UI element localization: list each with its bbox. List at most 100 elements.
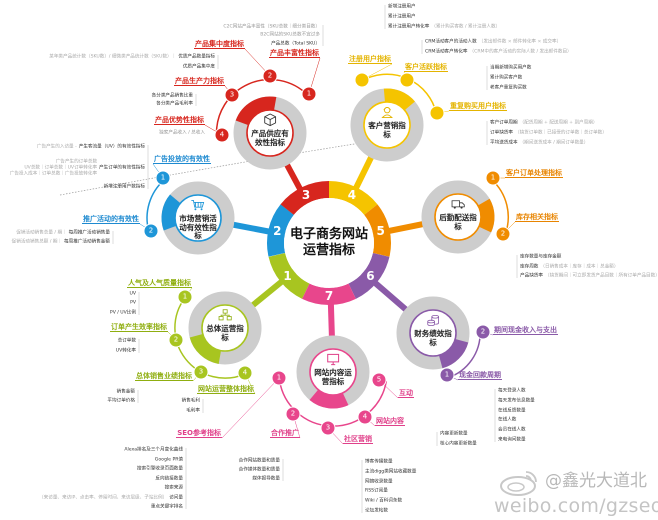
metric-item: 主流digg类网站收藏数量 — [365, 469, 416, 474]
group-number-product-3: 3 — [229, 90, 235, 99]
metric-item: 合作网站数量和质量 — [239, 458, 280, 463]
metric-name: 产生订单的有效性指标 — [99, 165, 145, 171]
metric-item: 重点关键字排名 — [151, 504, 183, 509]
metric-name: Alexa排名及三个月变化曲线 — [124, 447, 183, 453]
metric-name: UV转化率 — [115, 348, 136, 354]
metric-item: 博客传播数量 — [365, 459, 393, 464]
center-segment-1 — [268, 252, 310, 299]
metric-name: 论坛发帖数 — [365, 508, 388, 514]
truck-icon — [451, 200, 465, 209]
metric-name: 累计注册用户转化率 — [388, 24, 430, 30]
center-segment-5 — [363, 204, 391, 257]
metric-item: PV / UV比例 — [110, 310, 136, 315]
metric-name: Wiki / 百科词条数 — [365, 498, 403, 504]
group-dot-content-3 — [320, 420, 336, 436]
metric-name: 来电询问数量 — [498, 437, 526, 443]
metric-name: PV / UV比例 — [109, 310, 136, 316]
group-title-product-4: 产品优势性指标 — [154, 116, 205, 125]
hub-core-overall — [201, 304, 249, 352]
metric-name: 搜索引擎收录页面数量 — [137, 466, 183, 472]
group-dot-product-1 — [301, 86, 317, 102]
metric-name: 在线人数 — [498, 417, 517, 423]
metric-name: 合作媒体数量和质量 — [238, 467, 280, 473]
metric-item: 论坛发帖数 — [365, 508, 388, 513]
group-number-overall-1: 1 — [182, 292, 188, 301]
metric-item: 在线人数 — [498, 417, 516, 422]
metric-item: 内容更新数量 — [440, 431, 468, 436]
coins-icon — [427, 314, 440, 326]
customer-service-icon — [381, 106, 393, 119]
metric-note: （来访量、来访IP、点击率、停留时间、来访层级、子站比例） — [39, 495, 167, 500]
group-number-product-1: 1 — [306, 89, 312, 98]
metric-name: 累计购买客户数 — [490, 75, 523, 81]
group-dot-finance-2 — [475, 324, 491, 340]
metric-item: Wiki / 百科词条数 — [365, 498, 402, 503]
group-arc-overall — [174, 296, 246, 379]
metric-name: 产生客流量（UV）的有效性指标 — [78, 144, 145, 150]
cube-icon — [264, 113, 277, 127]
metric-item: CRM活动客户的活动人数（发出邮件数 × 邮件转化率 × 成交率） — [425, 39, 561, 44]
group-dot-customer-2 — [399, 72, 415, 88]
metric-item: 合作媒体数量和质量 — [239, 467, 280, 472]
metric-name: 网摘收录数量 — [365, 479, 393, 485]
group-title-logistics-2: 库存相关指标 — [515, 213, 559, 222]
metric-name: 每周推广活动销售量 — [68, 230, 110, 236]
metric-name: 内容更新数量 — [440, 431, 468, 437]
group-title-overall-2: 订单产生效率指标 — [110, 323, 168, 332]
hub-label-logistics: 后勤配送指标 — [439, 213, 477, 231]
metric-note-line: （累计购买客数 / 累计注册人数） — [431, 24, 501, 30]
center-segment-number-7: 7 — [324, 289, 334, 303]
metric-item: 搜索引擎收录页面数量 — [137, 466, 183, 471]
metric-item: C2C网站产品丰富性（SKU总数｜细分类目数） — [223, 24, 320, 29]
hub-core-marketing — [174, 194, 222, 242]
group-number-overall-4: 4 — [242, 368, 248, 377]
metric-note-line: （来访量、来访IP、点击率、停留时间、来访层级、子站比例） — [39, 495, 168, 501]
center-segment-2 — [267, 204, 295, 257]
hub-label-product: 产品供应有效性指标 — [251, 129, 289, 147]
metric-note: （发出邮件数 × 邮件转化率 × 成交率） — [479, 39, 561, 44]
metric-item: 平均送货成本（期间送货成本 / 期间订单数量） — [490, 140, 588, 145]
metric-note: （期间送货成本 / 期间订单数量） — [520, 140, 589, 145]
group-title-product-3: 产品生产力指标 — [174, 77, 225, 86]
metric-item: 某年类产品统计数（SKU数）/ 细微类产品统计数（SKU数）｜优质产品数量指标 — [49, 54, 215, 59]
metric-name: 会员在线人数 — [498, 427, 526, 433]
group-title-product-1: 产品丰富性指标 — [269, 49, 320, 58]
metric-note: 某年类产品统计数（SKU数）/ 细微类产品统计数（SKU数）｜ — [49, 54, 176, 59]
metric-name: 产品缺货率 — [520, 273, 543, 279]
metric-item: 库存周数（日销售成本｜库存｜成本｜总金额） — [520, 264, 619, 269]
group-number-product-2: 2 — [267, 71, 273, 80]
metric-item: 客户订单周期（配货周期 + 配送周期 + 到户周期） — [490, 120, 597, 125]
metric-item: 独家产品收入 / 总收入 — [159, 130, 205, 135]
metric-item: 每天发布信息数量 — [498, 398, 535, 403]
metric-name: 每周推广活动销售金额 — [64, 239, 110, 245]
group-dot-overall-4 — [237, 365, 253, 381]
group-title-content-2: 合作推广 — [270, 429, 300, 438]
metric-item: 各分类产品毛利率 — [156, 101, 193, 106]
metric-note-line: （CRM中的客户活动的实际人数 / 发出邮件数目） — [469, 49, 572, 55]
metric-note-line: UV总数｜订单总数｜UV订单转化率 — [24, 165, 98, 171]
hub-label-content: 网站内容运营指标 — [314, 368, 352, 386]
hub-ring-fill-content — [309, 389, 349, 409]
metric-item: 累计购买客户数 — [490, 75, 522, 80]
metric-item: 优质产品集中度 — [183, 64, 215, 69]
group-dot-customer-1 — [354, 72, 370, 88]
metric-item: 累计注册用户 — [388, 14, 416, 19]
metric-item: 库存数量与库存金额 — [520, 254, 561, 259]
group-connector-content-1 — [221, 377, 280, 439]
hub-label-overall: 总体运营指标 — [206, 324, 244, 342]
metric-item: 来电询问数量 — [498, 437, 526, 442]
metric-item: 网摘收录数量 — [365, 479, 393, 484]
metric-item: 核心内容更新数量 — [440, 441, 477, 446]
group-dot-product-2 — [262, 68, 278, 84]
metric-note-line: 广告产生的订单总数 — [55, 159, 98, 165]
group-title-content-4: 网站内容 — [375, 417, 405, 426]
metric-name: PV — [130, 300, 136, 306]
hub-ring-fill-logistics — [478, 198, 495, 233]
center-core — [284, 198, 374, 288]
center-segment-number-5: 5 — [376, 224, 385, 239]
center-title-line2: 运营指标 — [302, 243, 356, 258]
group-title-overall-1: 人气及人气质量指标 — [127, 279, 192, 288]
metric-item: 产品缺货率（缺货期间｜可立即发货产品目数｜所有订单产品目数） — [520, 273, 658, 278]
group-title-customer-2: 客户活跃指标 — [404, 63, 448, 72]
metric-name: 在线反馈数量 — [498, 408, 526, 414]
